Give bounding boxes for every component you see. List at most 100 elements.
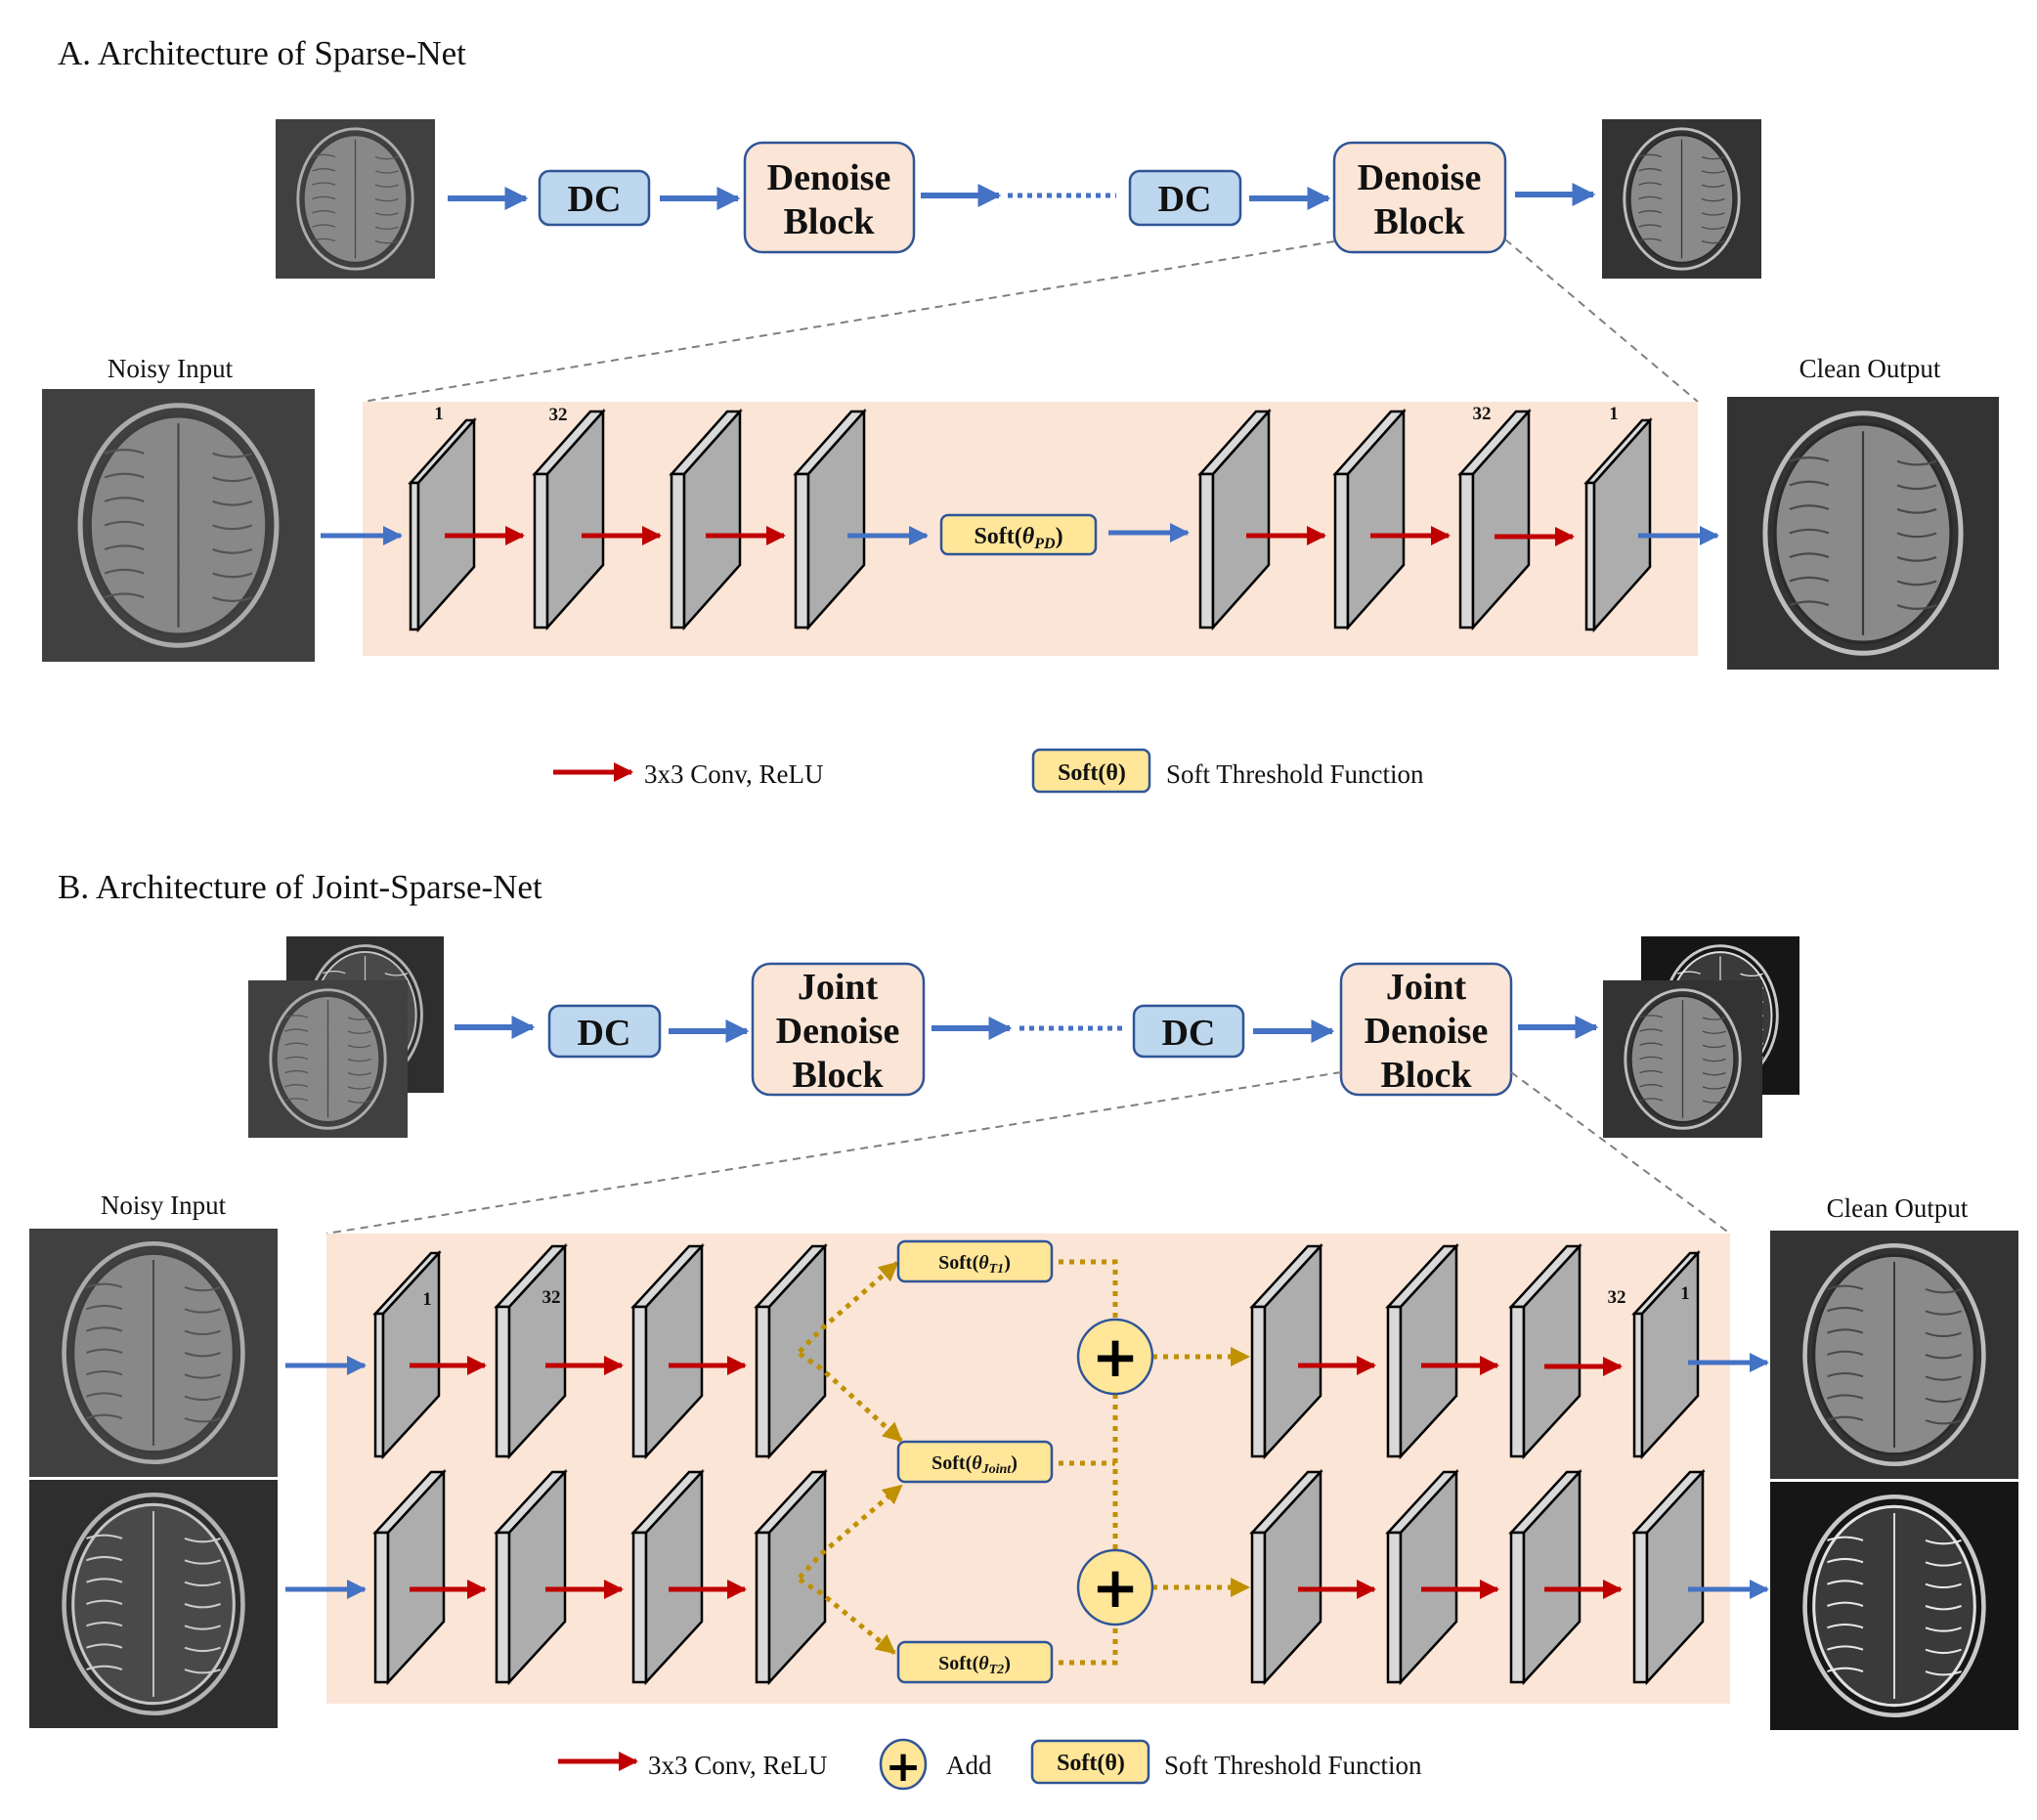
clean-output-image-t2	[1770, 1482, 2018, 1730]
channel-label: 1	[422, 1289, 432, 1310]
skull-outline	[1623, 127, 1741, 271]
layer-main-face	[1640, 1249, 1700, 1460]
brain-sulcus	[1638, 168, 1725, 174]
joint-label-line2: Denoise	[1365, 1011, 1489, 1052]
layer-side-face	[1632, 1531, 1649, 1684]
layer-main-face	[1471, 408, 1531, 631]
brain-sulcus	[1639, 1056, 1726, 1062]
feature-map-layer	[754, 1468, 828, 1686]
layer-side-face	[1333, 472, 1350, 629]
theta-symbol: θ	[1022, 524, 1035, 549]
layer-side-face	[1198, 472, 1215, 629]
joint-label-line1: Joint	[1386, 967, 1467, 1008]
noisy-input-label: Noisy Input	[101, 1191, 227, 1220]
zoom-dashed-line	[362, 240, 1335, 403]
brain-sulcus	[1827, 1371, 1962, 1381]
dc-block: DC	[1128, 169, 1242, 227]
theta-subscript: T1	[989, 1262, 1005, 1277]
legend-soft-box: Soft(θ)	[1058, 760, 1126, 786]
clean-output-label: Clean Output	[1799, 354, 1941, 383]
legend-conv-label: 3x3 Conv, ReLU	[648, 1751, 828, 1780]
brain-sulcus	[1638, 153, 1725, 160]
clean-output-label: Clean Output	[1827, 1193, 1969, 1223]
dc-label: DC	[568, 179, 622, 220]
soft-t2-to-add	[1048, 1625, 1118, 1666]
clean-output-image-t1	[1770, 1231, 2018, 1479]
add-node-top: +	[1076, 1318, 1154, 1396]
denoise-label-line1: Denoise	[767, 157, 891, 198]
brain-sulcus	[1827, 1415, 1962, 1425]
plus-icon: +	[1092, 1554, 1140, 1621]
soft-label: Soft(	[938, 1653, 978, 1674]
mri-noise	[42, 389, 315, 662]
layer-side-face	[1386, 1531, 1403, 1684]
theta-subscript: PD	[1033, 536, 1056, 552]
mri-noise	[29, 1229, 278, 1477]
layer-main-face	[1522, 1468, 1582, 1686]
brain-sulcus	[1639, 1098, 1726, 1104]
brain-sulcus	[1789, 504, 1937, 514]
layer-main-face	[1645, 1468, 1705, 1686]
channel-label: 32	[1473, 404, 1492, 424]
feature-map-layer	[754, 1242, 828, 1460]
brain-sulcus	[1638, 182, 1725, 188]
section-a-layers	[408, 408, 1653, 633]
brain-sulcus	[1639, 1015, 1726, 1020]
theta-subscript: T2	[989, 1663, 1005, 1677]
denoise-block-expanded: Denoise Block	[1332, 141, 1507, 254]
layer-side-face	[631, 1531, 648, 1684]
layer-side-face	[373, 1531, 390, 1684]
layer-side-face	[495, 1305, 511, 1458]
soft-branch-paths	[798, 1259, 1250, 1666]
layer-side-face	[533, 472, 549, 629]
brain-sulcus	[1638, 210, 1725, 216]
layer-side-face	[1250, 1305, 1267, 1458]
layer-main-face	[1346, 408, 1406, 631]
layer-main-face	[1263, 1468, 1322, 1686]
dc-block: DC	[547, 1004, 662, 1059]
brain-sulcus	[1827, 1667, 1962, 1676]
section-b-title: B. Architecture of Joint-Sparse-Net	[58, 868, 542, 906]
feature-map-layer	[1385, 1242, 1459, 1460]
brain-sulcus	[1789, 600, 1937, 610]
layer-main-face	[1522, 1242, 1582, 1460]
legend-soft-box: Soft(θ)	[1057, 1751, 1125, 1776]
layer-main-face	[1211, 408, 1271, 631]
soft-threshold-joint: Soft(θJoint)	[896, 1440, 1054, 1484]
feature-map-layer	[372, 1249, 442, 1460]
legend-add-label: Add	[946, 1751, 992, 1780]
legend-soft-desc: Soft Threshold Function	[1164, 1751, 1422, 1780]
feature-map-layer	[532, 408, 606, 631]
section-b-input-image-t1	[248, 980, 408, 1138]
feature-map-layer	[1249, 1468, 1323, 1686]
theta-subscript: Joint	[981, 1462, 1013, 1477]
feature-map-layer	[1583, 416, 1653, 633]
joint-label-line3: Block	[793, 1055, 885, 1096]
denoise-block: Denoise Block	[743, 141, 916, 254]
mri-noise	[276, 119, 435, 279]
soft-close: )	[1004, 1252, 1011, 1274]
layer-main-face	[682, 408, 742, 631]
dc-label: DC	[578, 1013, 631, 1054]
mri-noise	[248, 980, 408, 1138]
brain-sulcus	[1827, 1306, 1962, 1316]
dc-block: DC	[1132, 1004, 1245, 1059]
brain-sulcus	[1827, 1536, 1962, 1545]
section-a: A. Architecture of Sparse-Net DC Denoise…	[42, 34, 1999, 794]
soft-close: )	[1004, 1653, 1011, 1674]
feature-map-layer	[408, 416, 477, 633]
layer-side-face	[794, 472, 810, 629]
layer-side-face	[1509, 1531, 1526, 1684]
brain-sulcus	[1789, 552, 1937, 562]
mri-noise	[29, 1480, 278, 1728]
joint-label-line2: Denoise	[776, 1011, 900, 1052]
feature-map-layer	[1332, 408, 1407, 631]
feature-map-layer	[793, 408, 867, 631]
theta-symbol: θ	[978, 1252, 989, 1274]
joint-label-line1: Joint	[798, 967, 879, 1008]
layer-main-face	[767, 1242, 827, 1460]
brain-sulcus	[1827, 1580, 1962, 1589]
soft-label: Soft(	[932, 1452, 972, 1474]
section-b: B. Architecture of Joint-Sparse-Net DC J…	[29, 868, 2018, 1792]
zoom-dashed-line	[1504, 238, 1699, 403]
